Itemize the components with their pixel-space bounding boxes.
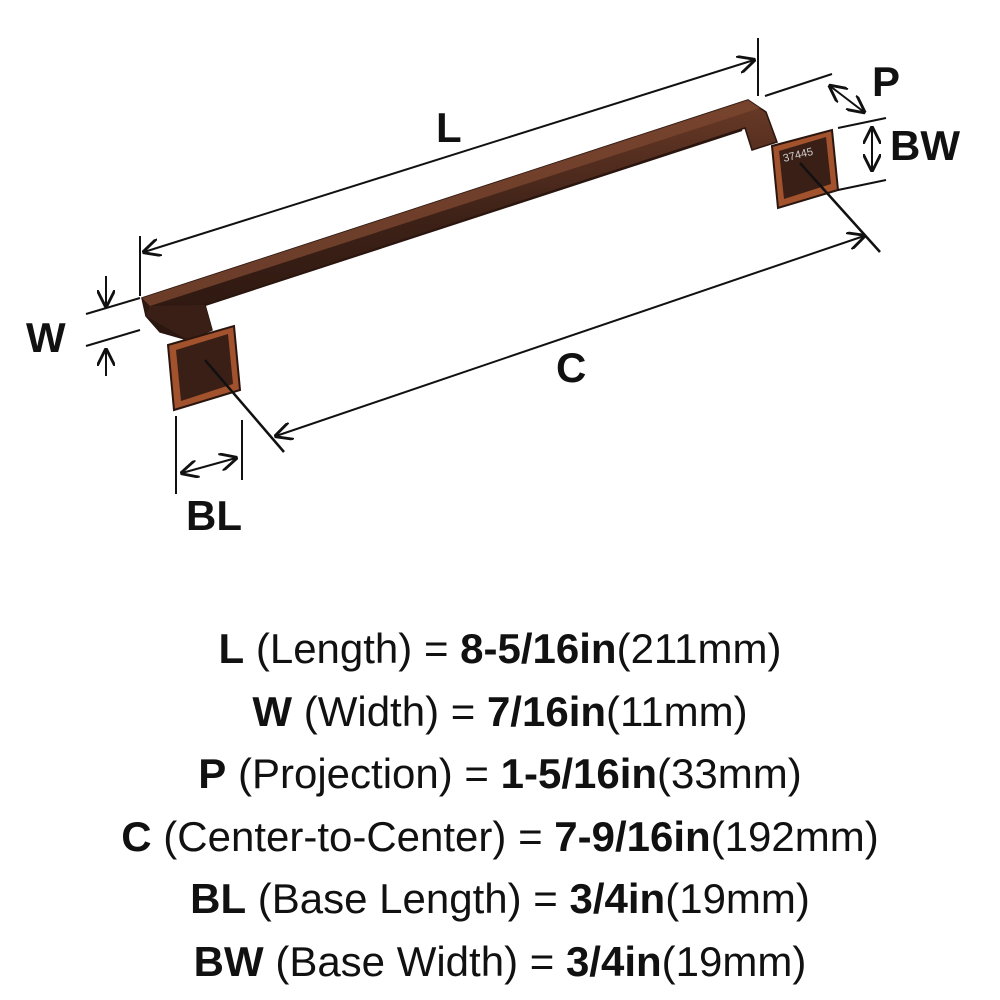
spec-abbr: C [121, 812, 152, 860]
spec-row-base-width: BW (Base Width) = 3/4in(19mm) [0, 931, 1000, 994]
label-BW: BW [890, 122, 960, 169]
specifications-list: L (Length) = 8-5/16in(211mm) W (Width) =… [0, 618, 1000, 993]
spec-name: (Width) [303, 687, 440, 735]
label-P: P [872, 58, 900, 105]
dimension-BL: BL [175, 416, 243, 539]
dimension-C: C [276, 236, 864, 436]
spec-equals: = [518, 812, 543, 860]
spec-row-center-to-center: C (Center-to-Center) = 7-9/16in(192mm) [0, 806, 1000, 869]
spec-metric: (33mm) [657, 750, 802, 797]
spec-equals: = [464, 750, 489, 797]
spec-metric: (11mm) [606, 687, 748, 735]
right-base: 37445 [770, 128, 881, 253]
handle-left-leg [146, 305, 212, 340]
handle-groove [189, 129, 743, 311]
spec-metric: (192mm) [710, 812, 879, 860]
spec-value: 1-5/16in [500, 750, 658, 797]
spec-metric: (19mm) [661, 937, 807, 985]
spec-abbr: W [252, 687, 293, 735]
spec-abbr: P [198, 750, 227, 797]
pull-handle-diagram: 37445 L P BW W C BL [26, 38, 960, 539]
spec-name: (Base Length) [257, 875, 522, 922]
label-W: W [26, 314, 66, 361]
dimension-L: L [139, 38, 759, 296]
dimension-W: W [26, 276, 141, 376]
spec-row-projection: P (Projection) = 1-5/16in(33mm) [0, 743, 1000, 806]
spec-equals: = [529, 937, 555, 985]
left-base [166, 324, 285, 453]
spec-name: (Center-to-Center) [163, 812, 507, 860]
right-screw-axis [799, 162, 881, 253]
spec-abbr: BL [190, 875, 247, 922]
spec-value: 3/4in [565, 937, 662, 985]
spec-value: 7/16in [486, 687, 607, 735]
spec-equals: = [423, 625, 449, 672]
left-screw-axis [204, 359, 285, 453]
spec-value: 3/4in [569, 875, 666, 922]
label-C: C [556, 344, 586, 391]
spec-row-base-length: BL (Base Length) = 3/4in(19mm) [0, 868, 1000, 931]
spec-value: 7-9/16in [554, 812, 711, 860]
spec-abbr: L [218, 625, 245, 672]
spec-value: 8-5/16in [460, 625, 617, 672]
spec-row-width: W (Width) = 7/16in(11mm) [0, 681, 1000, 744]
spec-abbr: BW [193, 937, 264, 985]
label-L: L [436, 104, 462, 151]
spec-equals: = [450, 687, 476, 735]
spec-equals: = [533, 875, 558, 922]
spec-row-length: L (Length) = 8-5/16in(211mm) [0, 618, 1000, 681]
dimension-P: P [764, 58, 900, 112]
spec-name: (Base Width) [275, 937, 519, 985]
spec-metric: (211mm) [616, 625, 782, 672]
spec-metric: (19mm) [665, 875, 810, 922]
spec-name: (Projection) [237, 750, 453, 797]
label-BL: BL [186, 492, 242, 539]
spec-name: (Length) [255, 625, 413, 672]
dimension-BW: BW [837, 117, 960, 191]
